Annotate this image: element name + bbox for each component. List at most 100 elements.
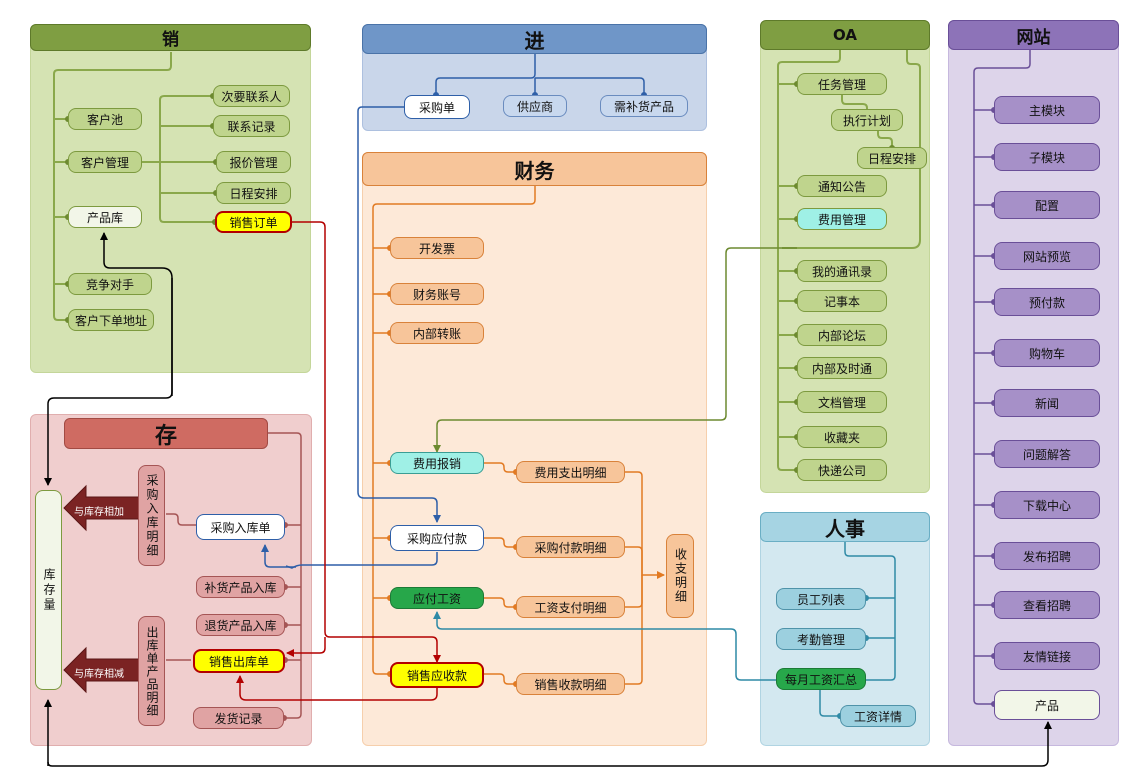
inventory-node[interactable]: 库存量 (35, 490, 62, 690)
doc-mgmt-node[interactable]: 文档管理 (797, 391, 887, 413)
wz-main-module[interactable]: 主模块 (994, 96, 1100, 124)
wage-payable-node[interactable]: 应付工资 (390, 587, 484, 609)
attendance-label: 考勤管理 (796, 632, 845, 647)
wz-product[interactable]: 产品 (994, 690, 1100, 720)
task-mgmt-node[interactable]: 任务管理 (797, 73, 887, 95)
wz-sub-module-label: 子模块 (1028, 150, 1065, 165)
forum-node[interactable]: 内部论坛 (797, 324, 887, 346)
instant-msg-label: 内部及时通 (811, 361, 872, 376)
section-xiao-title: 销 (162, 30, 179, 50)
sales-out-order-label: 销售出库单 (208, 654, 269, 669)
section-renshi-title: 人事 (825, 516, 865, 541)
courier-node[interactable]: 快递公司 (797, 459, 887, 481)
wage-pay-detail-node[interactable]: 工资支付明细 (516, 596, 625, 618)
restock-product-label: 需补货产品 (613, 99, 674, 114)
secondary-contact-node[interactable]: 次要联系人 (213, 85, 290, 107)
finance-account-label: 财务账号 (412, 287, 461, 302)
wz-config[interactable]: 配置 (994, 191, 1100, 219)
return-in-label: 退货产品入库 (204, 618, 277, 633)
wz-faq-label: 问题解答 (1022, 447, 1071, 462)
attendance-node[interactable]: 考勤管理 (776, 628, 866, 650)
wage-detail-node[interactable]: 工资详情 (840, 705, 916, 727)
wz-prepay[interactable]: 预付款 (994, 288, 1100, 316)
wz-cart-label: 购物车 (1028, 346, 1065, 361)
competitor-label: 竞争对手 (85, 277, 134, 292)
purchase-in-order-node[interactable]: 采购入库单 (196, 514, 285, 540)
sales-receipt-detail-node[interactable]: 销售收款明细 (516, 673, 625, 695)
wz-faq[interactable]: 问题解答 (994, 440, 1100, 468)
invoice-node[interactable]: 开发票 (390, 237, 484, 259)
inventory-label: 库存量 (42, 567, 56, 613)
delivery-record-node[interactable]: 发货记录 (193, 707, 284, 729)
out-detail-node[interactable]: 出库单产品明细 (138, 616, 165, 726)
customer-mgmt-label: 客户管理 (80, 155, 129, 170)
wz-post-job[interactable]: 发布招聘 (994, 542, 1100, 570)
customer-mgmt-node[interactable]: 客户管理 (68, 151, 142, 173)
section-caiwu-title: 财务 (514, 158, 555, 183)
product-lib-label: 产品库 (86, 210, 123, 225)
contact-record-node[interactable]: 联系记录 (213, 115, 290, 137)
competitor-node[interactable]: 竞争对手 (68, 273, 152, 295)
expense-mgmt-label: 费用管理 (817, 212, 866, 227)
wz-sub-module[interactable]: 子模块 (994, 143, 1100, 171)
address-book-node[interactable]: 我的通讯录 (797, 260, 887, 282)
quote-mgmt-node[interactable]: 报价管理 (216, 151, 291, 173)
sales-order-node[interactable]: 销售订单 (215, 211, 292, 233)
notebook-node[interactable]: 记事本 (797, 290, 887, 312)
supplier-node[interactable]: 供应商 (503, 95, 567, 117)
sales-out-order-node[interactable]: 销售出库单 (193, 649, 285, 673)
purchase-payable-node[interactable]: 采购应付款 (390, 525, 484, 551)
oa-schedule-node[interactable]: 日程安排 (857, 147, 927, 169)
section-oa-header: OA (760, 20, 930, 50)
income-expense-detail-node[interactable]: 收支明细 (666, 534, 694, 618)
restock-in-node[interactable]: 补货产品入库 (196, 576, 285, 598)
xiao-schedule-node[interactable]: 日程安排 (216, 182, 291, 204)
section-oa-title: OA (833, 26, 857, 44)
oa-schedule-label: 日程安排 (867, 151, 916, 166)
section-jin-header: 进 (362, 24, 707, 54)
wz-preview[interactable]: 网站预览 (994, 242, 1100, 270)
forum-label: 内部论坛 (817, 328, 866, 343)
favorites-label: 收藏夹 (823, 430, 860, 445)
section-cun-title: 存 (154, 423, 177, 449)
purchase-order-node[interactable]: 采购单 (404, 95, 470, 119)
wz-links[interactable]: 友情链接 (994, 642, 1100, 670)
section-oa (760, 20, 930, 493)
purchase-in-detail-node[interactable]: 采购入库明细 (138, 465, 165, 566)
expense-reimburse-node[interactable]: 费用报销 (390, 452, 484, 474)
purchase-in-order-label: 采购入库单 (210, 520, 271, 535)
wz-download[interactable]: 下载中心 (994, 491, 1100, 519)
staff-list-node[interactable]: 员工列表 (776, 588, 866, 610)
return-in-node[interactable]: 退货产品入库 (196, 614, 285, 636)
quote-mgmt-label: 报价管理 (229, 155, 278, 170)
customer-pool-node[interactable]: 客户池 (68, 108, 142, 130)
wz-cart[interactable]: 购物车 (994, 339, 1100, 367)
wz-news[interactable]: 新闻 (994, 389, 1100, 417)
purchase-payable-label: 采购应付款 (406, 531, 467, 546)
wz-prepay-label: 预付款 (1028, 295, 1065, 310)
product-lib-node[interactable]: 产品库 (68, 206, 142, 228)
wz-links-label: 友情链接 (1022, 649, 1071, 664)
sales-receivable-node[interactable]: 销售应收款 (390, 662, 484, 688)
finance-account-node[interactable]: 财务账号 (390, 283, 484, 305)
instant-msg-node[interactable]: 内部及时通 (797, 357, 887, 379)
exec-plan-node[interactable]: 执行计划 (831, 109, 903, 131)
restock-product-node[interactable]: 需补货产品 (600, 95, 688, 117)
order-address-node[interactable]: 客户下单地址 (68, 309, 154, 331)
internal-transfer-label: 内部转账 (412, 326, 461, 341)
notebook-label: 记事本 (823, 294, 860, 309)
notice-node[interactable]: 通知公告 (797, 175, 887, 197)
wz-view-job[interactable]: 查看招聘 (994, 591, 1100, 619)
favorites-node[interactable]: 收藏夹 (797, 426, 887, 448)
expense-reimburse-label: 费用报销 (412, 456, 461, 471)
restock-in-label: 补货产品入库 (204, 580, 277, 595)
wage-detail-label: 工资详情 (853, 709, 902, 724)
monthly-wage-node[interactable]: 每月工资汇总 (776, 668, 866, 690)
expense-mgmt-node[interactable]: 费用管理 (797, 208, 887, 230)
internal-transfer-node[interactable]: 内部转账 (390, 322, 484, 344)
expense-detail-node[interactable]: 费用支出明细 (516, 461, 625, 483)
xiao-schedule-label: 日程安排 (229, 186, 278, 201)
wz-download-label: 下载中心 (1022, 498, 1071, 513)
delivery-record-label: 发货记录 (214, 711, 263, 726)
purchase-pay-detail-node[interactable]: 采购付款明细 (516, 536, 625, 558)
